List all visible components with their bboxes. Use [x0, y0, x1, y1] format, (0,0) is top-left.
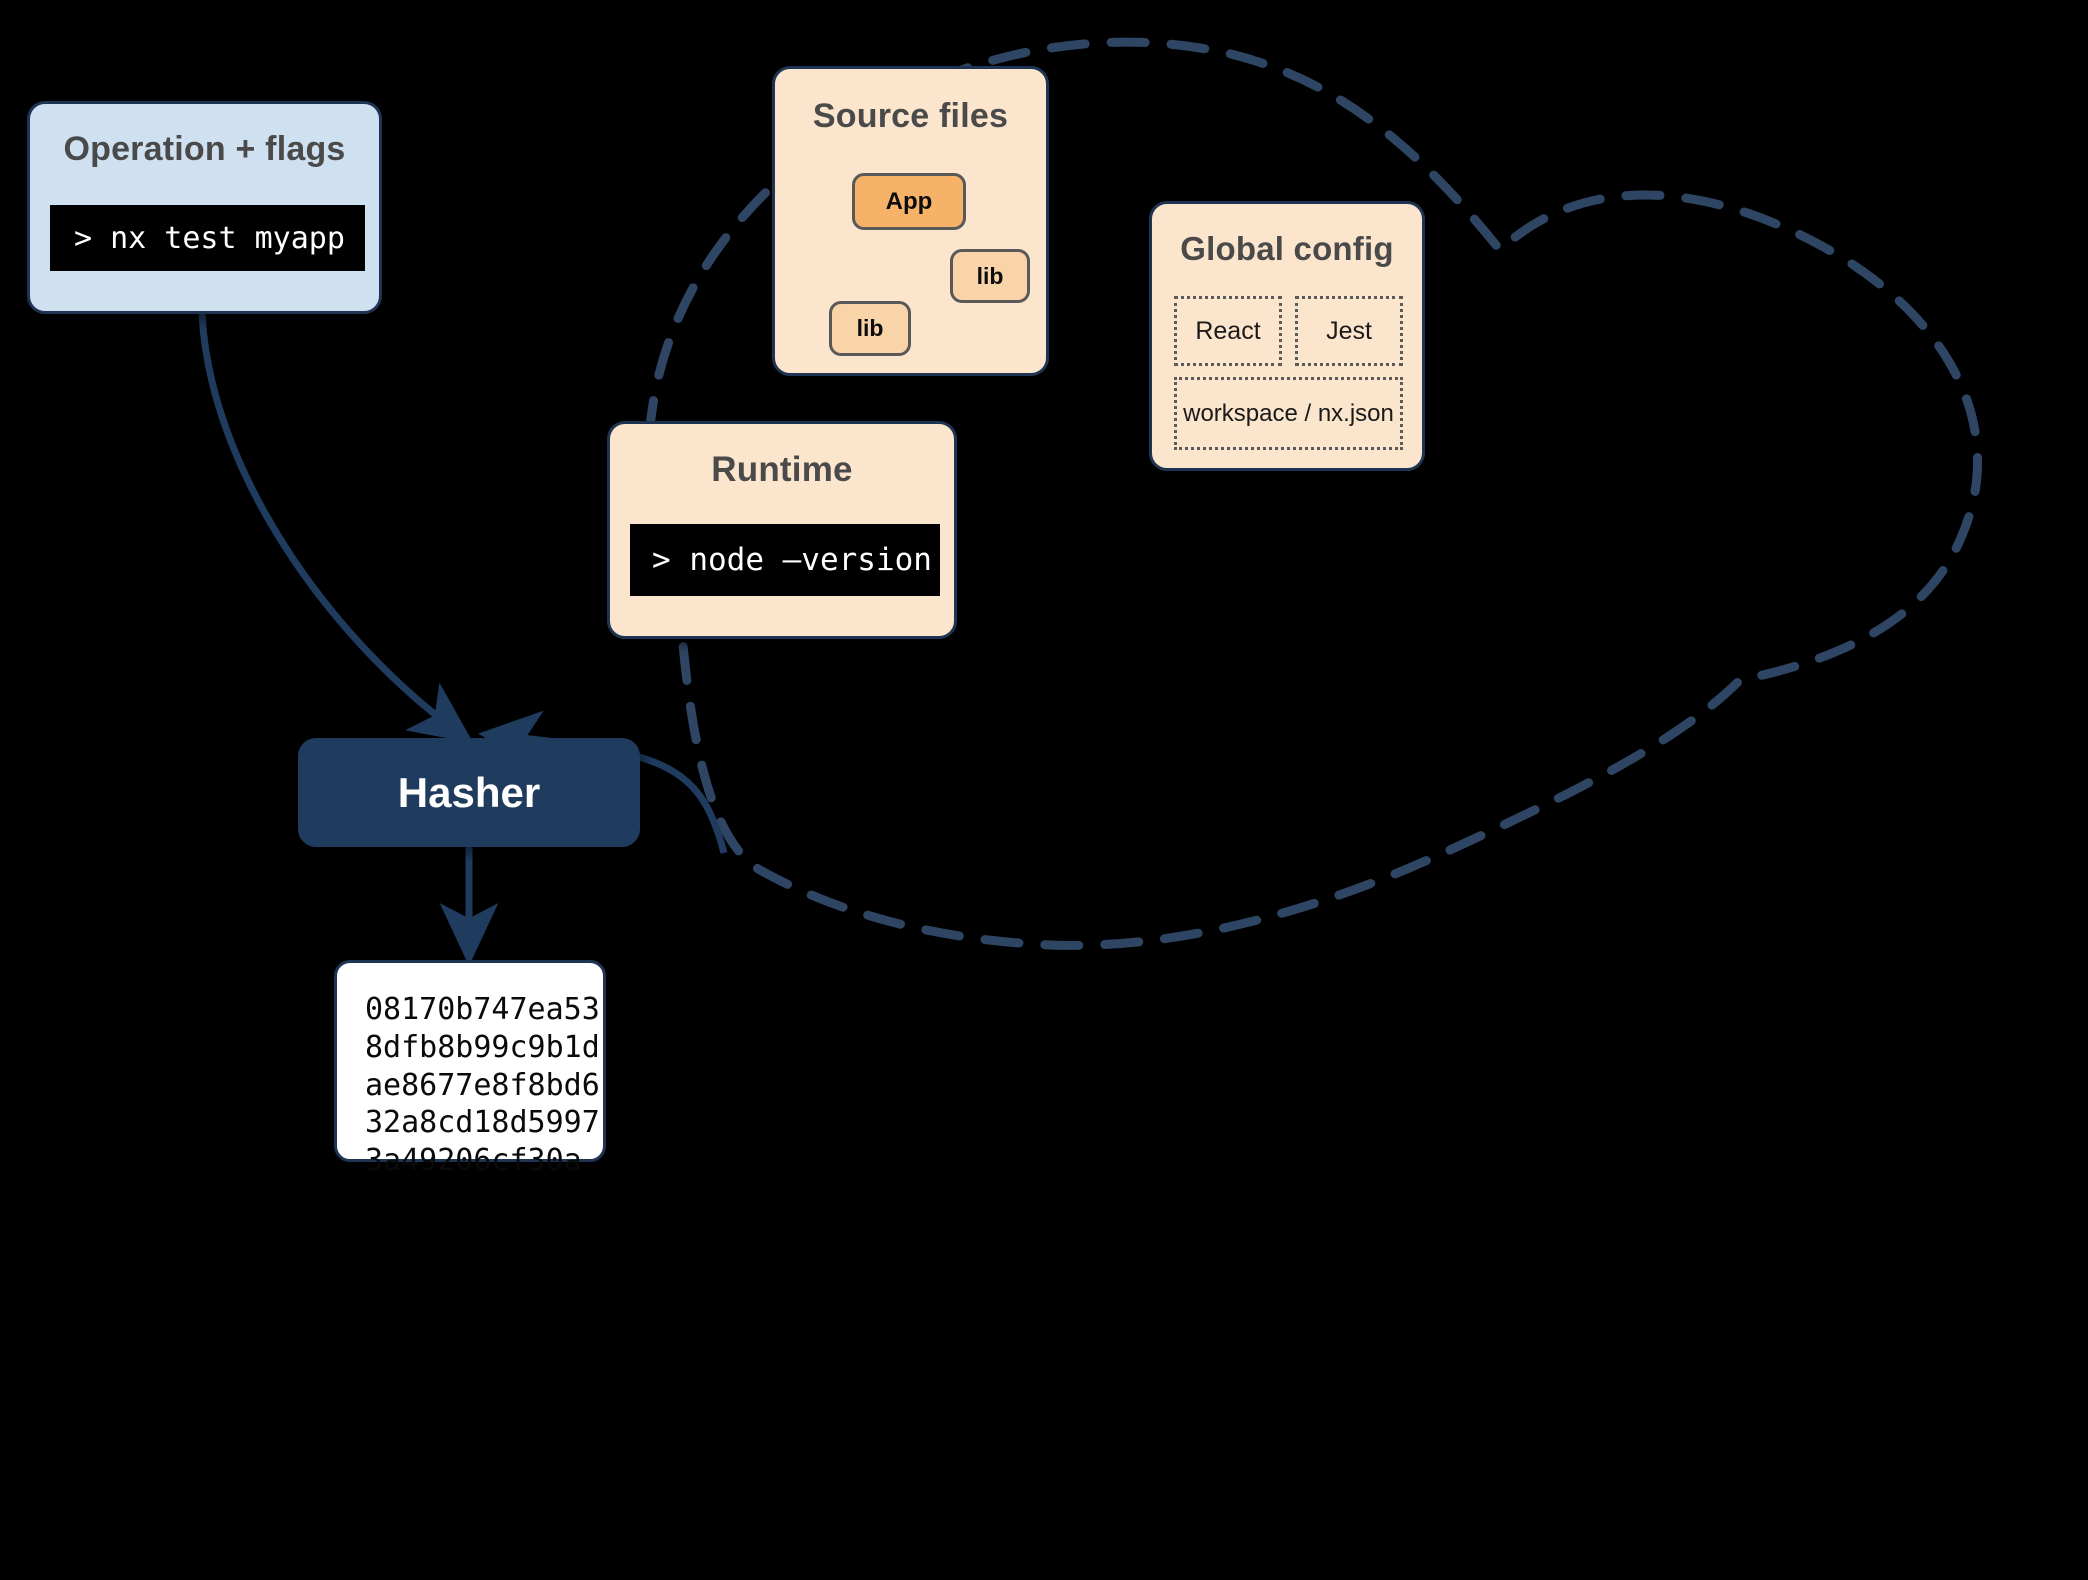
- operation-command-terminal: > nx test myapp: [50, 205, 365, 271]
- config-cell-workspace-nxjson[interactable]: workspace / nx.json: [1174, 377, 1403, 450]
- runtime-card[interactable]: Runtime > node –version: [607, 421, 957, 639]
- source-node-lib-left[interactable]: lib: [829, 301, 911, 356]
- operation-flags-card[interactable]: Operation + flags > nx test myapp: [27, 101, 382, 314]
- source-node-app[interactable]: App: [852, 173, 966, 230]
- hasher-card[interactable]: Hasher: [298, 738, 640, 847]
- source-node-lib-right[interactable]: lib: [950, 249, 1030, 303]
- hash-output-text: 08170b747ea53 8dfb8b99c9b1d ae8677e8f8bd…: [365, 992, 600, 1179]
- config-cell-react[interactable]: React: [1174, 296, 1282, 366]
- source-files-card[interactable]: Source files App lib lib: [772, 66, 1049, 376]
- hasher-label: Hasher: [397, 768, 541, 816]
- hash-output-card: 08170b747ea53 8dfb8b99c9b1d ae8677e8f8bd…: [334, 960, 606, 1178]
- config-cell-jest[interactable]: Jest: [1295, 296, 1403, 366]
- source-files-title: Source files: [812, 97, 1009, 135]
- global-config-title: Global config: [1180, 230, 1394, 267]
- operation-title: Operation + flags: [63, 130, 346, 168]
- global-config-card[interactable]: Global config React Jest workspace / nx.…: [1149, 201, 1425, 471]
- edge-operation-to-hasher: [198, 313, 474, 744]
- runtime-command-terminal: > node –version: [630, 524, 940, 596]
- runtime-title: Runtime: [711, 450, 853, 489]
